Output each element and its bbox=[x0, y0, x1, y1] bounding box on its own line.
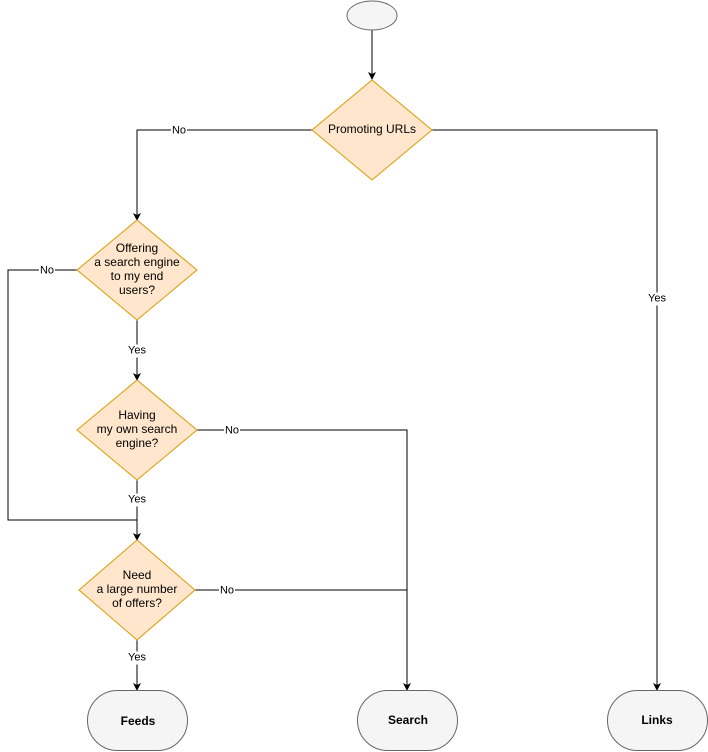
offers-no-label: No bbox=[218, 584, 236, 598]
own-yes-label: Yes bbox=[127, 493, 147, 507]
edge-promoting-no bbox=[133, 129, 313, 221]
decision-offering-search-engine bbox=[76, 219, 198, 321]
decision-own-search-engine bbox=[76, 379, 198, 481]
decision-large-offers bbox=[78, 539, 196, 641]
promoting-no-label: No bbox=[170, 124, 188, 138]
terminal-search bbox=[357, 690, 458, 751]
edge-offering-no bbox=[7, 269, 137, 521]
terminal-links bbox=[607, 690, 708, 751]
own-no-label: No bbox=[223, 424, 241, 438]
edge-own-no bbox=[197, 429, 411, 691]
terminal-feeds bbox=[87, 690, 188, 751]
offers-yes-label: Yes bbox=[127, 651, 147, 665]
promoting-yes-label: Yes bbox=[647, 292, 667, 306]
offering-yes-label: Yes bbox=[127, 344, 147, 358]
start-node bbox=[346, 0, 398, 31]
edge-promoting-yes bbox=[431, 129, 661, 691]
offering-no-label: No bbox=[38, 264, 56, 278]
decision-promoting-urls bbox=[311, 79, 433, 181]
